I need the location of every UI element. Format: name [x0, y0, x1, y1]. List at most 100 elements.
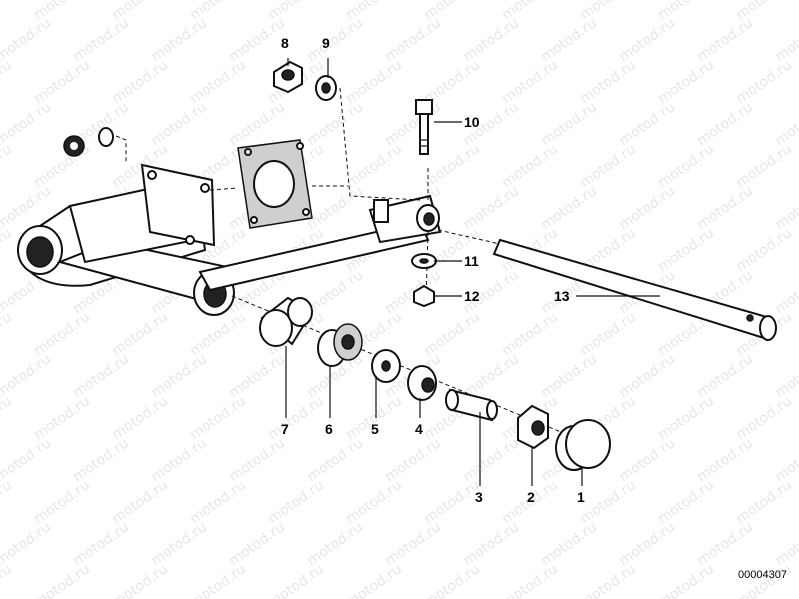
watermark-text: motod.ru — [616, 351, 678, 401]
watermark-text: motod.ru — [460, 15, 522, 65]
watermark-text: motod.ru — [343, 57, 405, 107]
watermark-text: motod.ru — [226, 519, 288, 569]
watermark-text: motod.ru — [265, 477, 327, 527]
watermark-text: motod.ru — [0, 309, 15, 359]
callout-2: 2 — [527, 489, 535, 505]
watermark-text: motod.ru — [616, 519, 678, 569]
watermark-text: motod.ru — [148, 435, 210, 485]
watermark-text: motod.ru — [577, 141, 639, 191]
callout-1: 1 — [577, 489, 585, 505]
watermark-text: motod.ru — [421, 141, 483, 191]
watermark-text: motod.ru — [460, 435, 522, 485]
watermark-text: motod.ru — [655, 141, 717, 191]
watermark-text: motod.ru — [226, 99, 288, 149]
watermark-text: motod.ru — [655, 561, 717, 599]
watermark-text: motod.ru — [304, 435, 366, 485]
watermark-text: motod.ru — [0, 351, 54, 401]
watermark-text: motod.ru — [70, 435, 132, 485]
watermark-text: motod.ru — [694, 183, 756, 233]
swing-arm — [17, 163, 442, 316]
callout-10: 10 — [464, 114, 480, 130]
watermark-text: motod.ru — [577, 561, 639, 599]
watermark-text: motod.ru — [343, 477, 405, 527]
callout-9: 9 — [322, 35, 330, 51]
part-6-bearing — [317, 323, 363, 367]
watermark-text: motod.ru — [499, 141, 561, 191]
watermark-text: motod.ru — [616, 435, 678, 485]
watermark-text: motod.ru — [70, 519, 132, 569]
watermark-text: motod.ru — [460, 519, 522, 569]
watermark-text: motod.ru — [304, 183, 366, 233]
leader-lines — [285, 58, 660, 486]
watermark-text: motod.ru — [31, 309, 93, 359]
watermark-text: motod.ru — [187, 477, 249, 527]
watermark-text: motod.ru — [0, 99, 54, 149]
watermark-text: motod.ru — [0, 519, 54, 569]
watermark-text: motod.ru — [460, 351, 522, 401]
watermark-text: motod.ru — [733, 57, 795, 107]
watermark-text: motod.ru — [421, 309, 483, 359]
callout-12: 12 — [464, 288, 480, 304]
watermark-text: motod.ru — [694, 351, 756, 401]
watermark-text: motod.ru — [0, 477, 15, 527]
part-2-nut — [517, 404, 549, 450]
watermark-text: motod.ru — [577, 309, 639, 359]
watermark-text: motod.ru — [109, 477, 171, 527]
watermark-text: motod.ru — [616, 99, 678, 149]
watermark-text: motod.ru — [31, 57, 93, 107]
callout-7: 7 — [281, 421, 289, 437]
watermark-text: motod.ru — [148, 99, 210, 149]
watermark-text: motod.ru — [499, 561, 561, 599]
watermark-text: motod.ru — [577, 57, 639, 107]
watermark-text: motod.ru — [616, 15, 678, 65]
watermark-text: motod.ru — [694, 15, 756, 65]
watermark-text: motod.ru — [187, 57, 249, 107]
watermark-text: motod.ru — [31, 393, 93, 443]
watermark-text: motod.ru — [694, 435, 756, 485]
watermark-text: motod.ru — [733, 141, 795, 191]
watermark-text: motod.ru — [148, 519, 210, 569]
watermark-text: motod.ru — [616, 183, 678, 233]
flange-nut — [63, 127, 114, 157]
watermark-text: motod.ru — [421, 561, 483, 599]
document-number: 00004307 — [738, 569, 787, 581]
callout-4: 4 — [415, 421, 423, 437]
watermark-text: motod.ru — [0, 0, 15, 23]
watermark-text: motod.ru — [538, 99, 600, 149]
watermark-text: motod.ru — [382, 435, 444, 485]
watermark-text: motod.ru — [187, 309, 249, 359]
part-9-washer — [315, 75, 337, 101]
watermark-text: motod.ru — [0, 225, 15, 275]
watermark-text: motod.ru — [382, 519, 444, 569]
part-3-pin — [445, 388, 498, 422]
watermark-text: motod.ru — [304, 15, 366, 65]
watermark-text: motod.ru — [343, 141, 405, 191]
watermark-text: motod.ru — [655, 477, 717, 527]
watermark-text: motod.ru — [187, 393, 249, 443]
watermark-text: motod.ru — [109, 309, 171, 359]
watermark-text: motod.ru — [655, 393, 717, 443]
watermark-text: motod.ru — [538, 15, 600, 65]
watermark-text: motod.ru — [226, 351, 288, 401]
watermark-text: motod.ru — [304, 267, 366, 317]
callout-3: 3 — [475, 489, 483, 505]
watermark-text: motod.ru — [148, 351, 210, 401]
watermark-text: motod.ru — [694, 519, 756, 569]
watermark-text: motod.ru — [538, 183, 600, 233]
part-11-washer — [411, 253, 437, 269]
gasket — [237, 139, 313, 229]
watermark-text: motod.ru — [655, 57, 717, 107]
part-12-nut — [413, 284, 435, 308]
watermark-text: motod.ru — [265, 393, 327, 443]
watermark-text: motod.ru — [70, 351, 132, 401]
watermark-text: motod.ru — [0, 141, 15, 191]
part-7-bushing — [259, 296, 314, 347]
watermark-text: motod.ru — [538, 351, 600, 401]
watermark-text: motod.ru — [733, 477, 795, 527]
watermark-text: motod.ru — [31, 477, 93, 527]
watermark-text: motod.ru — [382, 15, 444, 65]
watermark-text: motod.ru — [31, 561, 93, 599]
watermark-text: motod.ru — [499, 57, 561, 107]
part-4-seal — [407, 365, 437, 401]
watermark-text: motod.ru — [148, 15, 210, 65]
